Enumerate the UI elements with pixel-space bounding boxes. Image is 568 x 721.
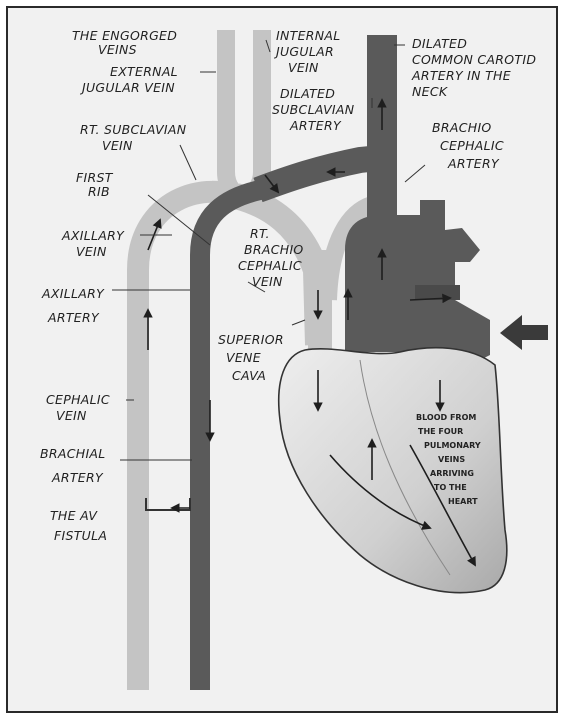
aortic-arch bbox=[345, 200, 490, 365]
label-axillary-vein: AXILLARY VEIN bbox=[61, 228, 128, 259]
dilated-subclavian-artery bbox=[258, 158, 380, 190]
label-first-rib: FIRST RIB bbox=[76, 170, 117, 199]
label-superior-vena-cava: SUPERIOR VENE CAVA bbox=[218, 332, 288, 383]
label-brachial-artery: BRACHIAL ARTERY bbox=[40, 446, 110, 485]
label-cephalic-vein: CEPHALIC VEIN bbox=[46, 392, 114, 423]
label-engorged-veins: THE ENGORGED VEINS bbox=[72, 28, 181, 57]
direction-arrow bbox=[500, 315, 548, 350]
label-rt-subclavian: RT. SUBCLAVIAN VEIN bbox=[80, 122, 191, 153]
label-brachiocephalic-artery: BRACHIO CEPHALIC ARTERY bbox=[432, 120, 508, 171]
label-dilated-carotid: DILATED COMMON CAROTID ARTERY IN THE NEC… bbox=[411, 36, 541, 99]
external-jugular-vein bbox=[226, 30, 246, 198]
label-axillary-artery: AXILLARY ARTERY bbox=[41, 286, 108, 325]
label-external-jugular: EXTERNAL JUGULAR VEIN bbox=[79, 64, 182, 95]
label-internal-jugular: INTERNAL JUGULAR VEIN bbox=[273, 28, 345, 75]
internal-jugular-vein bbox=[246, 30, 262, 198]
label-av-fistula: THE AV FISTULA bbox=[50, 508, 107, 543]
pulmonary-vessel bbox=[415, 285, 460, 300]
label-dilated-subclavian: DILATED SUBCLAVIAN ARTERY bbox=[272, 86, 359, 133]
